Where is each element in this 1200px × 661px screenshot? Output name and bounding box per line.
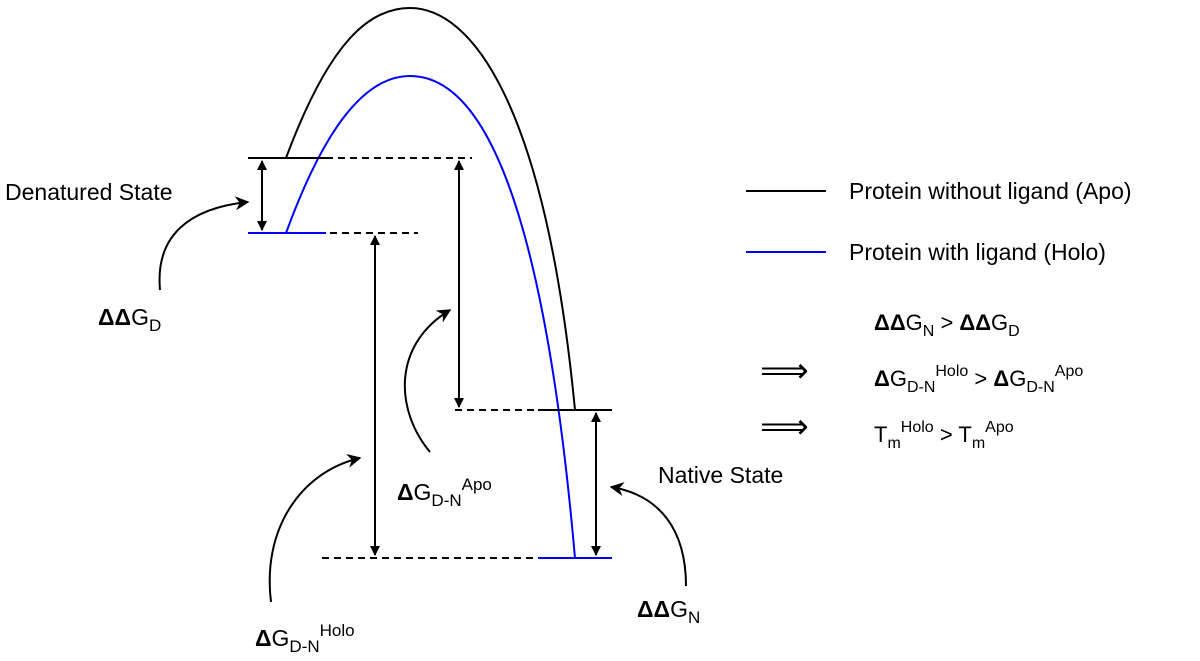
dg-dn-apo-label: ΔGD-NApo [397, 476, 492, 509]
rel3-operator: > [939, 422, 953, 447]
dg-dn-apo-sub: D-N [431, 491, 462, 510]
relation-line-3: TmHolo > TmApo [874, 420, 1014, 452]
ddg-d-label: ΔΔGD [98, 304, 162, 335]
rel1-left-base: G [905, 310, 923, 335]
rel2-right-base: G [1009, 366, 1027, 391]
rel2-right-sub: D-N [1026, 379, 1055, 396]
native-pointer-arrow [609, 482, 687, 587]
implies-arrow-1: ⟹ [760, 351, 809, 391]
ddg-n-label: ΔΔGN [637, 596, 701, 627]
dg-dn-apo-pointer-arrow [403, 309, 452, 453]
rel2-operator: > [974, 366, 988, 391]
rel1-right-base: G [991, 310, 1009, 335]
ddg-n-base: G [670, 596, 688, 622]
dg-dn-apo-sup: Apo [461, 475, 492, 494]
rel3-right-base: T [958, 422, 972, 447]
dg-dn-holo-pointer-arrow [268, 454, 362, 603]
rel1-right-symbol: ΔΔ [959, 310, 992, 335]
ddg-d-symbol: ΔΔ [98, 304, 132, 330]
dg-dn-holo-sub: D-N [289, 637, 320, 656]
ddg-n-symbol: ΔΔ [637, 596, 671, 622]
rel1-right-sub: D [1008, 323, 1020, 340]
rel2-left-symbol: Δ [874, 366, 890, 391]
ddg-d-base: G [131, 304, 149, 330]
apo-barrier-curve [285, 6, 576, 411]
ddg-d-sub: D [148, 316, 162, 335]
ddg-n-sub: N [687, 608, 701, 627]
rel3-right-sup: Apo [985, 419, 1014, 436]
relation-line-2: ΔGD-NHolo > ΔGD-NApo [874, 364, 1083, 396]
ddg-d-pointer-arrow [160, 202, 248, 290]
dg-dn-holo-base: G [271, 625, 290, 651]
denatured-state-label: Denatured State [5, 179, 173, 205]
rel3-left-sup: Holo [900, 419, 934, 436]
holo-barrier-curve [285, 74, 576, 559]
rel2-right-sup: Apo [1054, 363, 1084, 380]
native-state-label: Native State [658, 462, 784, 488]
legend-holo-label: Protein with ligand (Holo) [849, 239, 1106, 265]
rel1-left-sub: N [922, 323, 935, 340]
rel1-left-symbol: ΔΔ [874, 310, 906, 335]
rel3-right-sub: m [971, 435, 986, 452]
dg-dn-holo-label: ΔGD-NHolo [255, 622, 355, 655]
dg-dn-holo-symbol: Δ [255, 625, 272, 651]
rel3-left-sub: m [887, 435, 901, 452]
relation-line-1: ΔΔGN > ΔΔGD [874, 312, 1020, 340]
legend-apo-label: Protein without ligand (Apo) [849, 178, 1132, 204]
rel1-operator: > [940, 310, 954, 335]
dg-dn-apo-base: G [413, 479, 432, 505]
rel2-right-symbol: Δ [993, 366, 1010, 391]
denatured-pointer-arrow [158, 196, 250, 291]
rel3-left-base: T [874, 422, 888, 447]
rel2-left-base: G [889, 366, 907, 391]
dg-dn-holo-sup: Holo [319, 621, 355, 640]
dg-dn-apo-symbol: Δ [397, 479, 414, 505]
implies-arrow-2: ⟹ [760, 407, 809, 447]
rel2-left-sub: D-N [906, 379, 936, 396]
rel2-left-sup: Holo [935, 363, 969, 380]
